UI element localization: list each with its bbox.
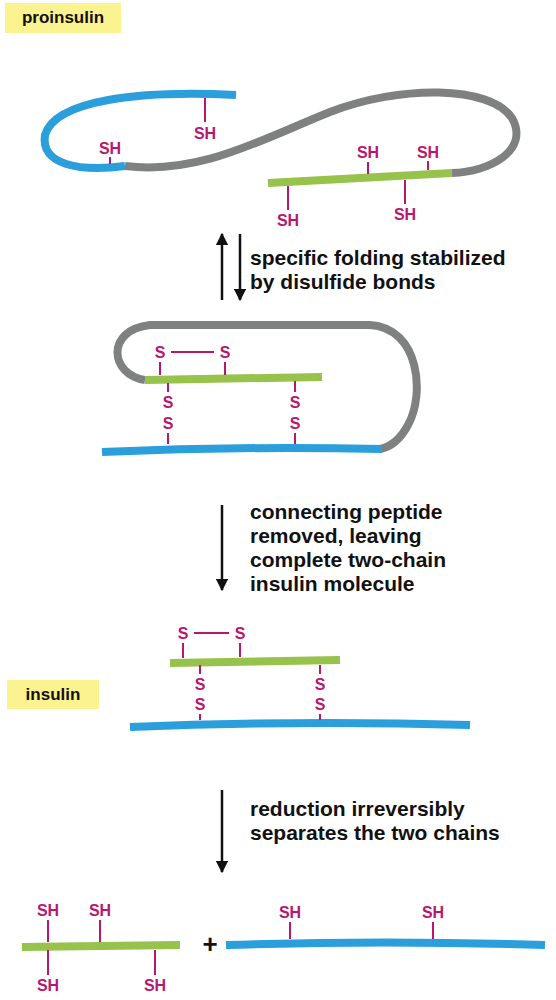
sulfur-label: SH bbox=[144, 977, 166, 994]
stage-label-box: insulin bbox=[7, 680, 99, 709]
sh-tick bbox=[154, 950, 156, 975]
forward-arrow bbox=[239, 234, 242, 300]
chains bbox=[22, 92, 545, 947]
sh-tick bbox=[287, 186, 289, 210]
b-chain bbox=[102, 448, 382, 452]
s-tick bbox=[294, 433, 296, 444]
sulfur-label: SH bbox=[357, 144, 379, 161]
s-tick bbox=[167, 433, 169, 444]
sh-tick bbox=[289, 922, 291, 939]
sulfur-label: S bbox=[178, 625, 189, 642]
sh-tick bbox=[432, 922, 434, 939]
b-chain bbox=[226, 943, 545, 946]
sulfur-label: S bbox=[315, 696, 326, 713]
sulfur-label: S bbox=[220, 344, 231, 361]
sulfur-label: S bbox=[163, 415, 174, 432]
s-tick bbox=[167, 383, 169, 392]
sulfur-label: SH bbox=[194, 125, 216, 142]
sulfur-label: S bbox=[290, 415, 301, 432]
a-chain bbox=[145, 377, 322, 380]
s-tick bbox=[239, 643, 241, 657]
b-chain bbox=[130, 723, 470, 727]
sulfur-label: S bbox=[315, 676, 326, 693]
sulfur-label: SH bbox=[394, 206, 416, 223]
sh-tick bbox=[204, 98, 206, 122]
sulfur-label: S bbox=[235, 625, 246, 642]
sulfur-label: S bbox=[163, 394, 174, 411]
s-tick bbox=[199, 665, 201, 674]
sulfur-label: SH bbox=[277, 212, 299, 229]
sulfur-label: SH bbox=[422, 904, 444, 921]
s-tick bbox=[294, 381, 296, 392]
stage-name: proinsulin bbox=[22, 8, 104, 28]
forward-arrow bbox=[221, 790, 224, 872]
sulfur-label: S bbox=[155, 344, 166, 361]
sh-tick bbox=[404, 180, 406, 204]
sulfur-label: SH bbox=[279, 904, 301, 921]
step-description: connecting peptide removed, leaving comp… bbox=[250, 500, 516, 596]
sulfur-label: S bbox=[195, 676, 206, 693]
sh-tick bbox=[367, 162, 369, 174]
sh-tick bbox=[47, 920, 49, 942]
s-tick bbox=[182, 643, 184, 658]
sulfur-label: SH bbox=[417, 144, 439, 161]
s-tick bbox=[199, 714, 201, 720]
c-peptide bbox=[118, 325, 417, 449]
plus-sign: + bbox=[202, 931, 217, 957]
sulfur-label: SH bbox=[37, 902, 59, 919]
c-peptide bbox=[125, 92, 516, 173]
a-chain bbox=[170, 660, 340, 663]
a-chain bbox=[22, 945, 180, 947]
sh-tick bbox=[427, 161, 429, 170]
step-description: specific folding stabilized by disulfide… bbox=[250, 246, 516, 294]
sulfur-label: SH bbox=[37, 977, 59, 994]
sh-tick bbox=[99, 920, 101, 942]
disulfide-bond bbox=[171, 351, 214, 353]
s-tick bbox=[224, 362, 226, 375]
disulfide-bond bbox=[194, 632, 229, 634]
stage-label-box: proinsulin bbox=[5, 3, 121, 33]
process-arrows bbox=[222, 234, 240, 872]
sh-tick bbox=[109, 157, 111, 164]
a-chain bbox=[268, 173, 452, 183]
sulfur-label: S bbox=[195, 696, 206, 713]
stage-name: insulin bbox=[26, 685, 81, 705]
sulfur-label: SH bbox=[89, 902, 111, 919]
s-tick bbox=[319, 665, 321, 674]
sulfur-label: SH bbox=[99, 140, 121, 157]
step-description: reduction irreversibly separates the two… bbox=[250, 797, 516, 845]
sh-tick bbox=[47, 950, 49, 975]
s-tick bbox=[319, 714, 321, 720]
sulfur-label: S bbox=[290, 394, 301, 411]
forward-arrow bbox=[221, 505, 224, 590]
s-tick bbox=[159, 362, 161, 375]
reverse-arrow bbox=[221, 234, 224, 300]
